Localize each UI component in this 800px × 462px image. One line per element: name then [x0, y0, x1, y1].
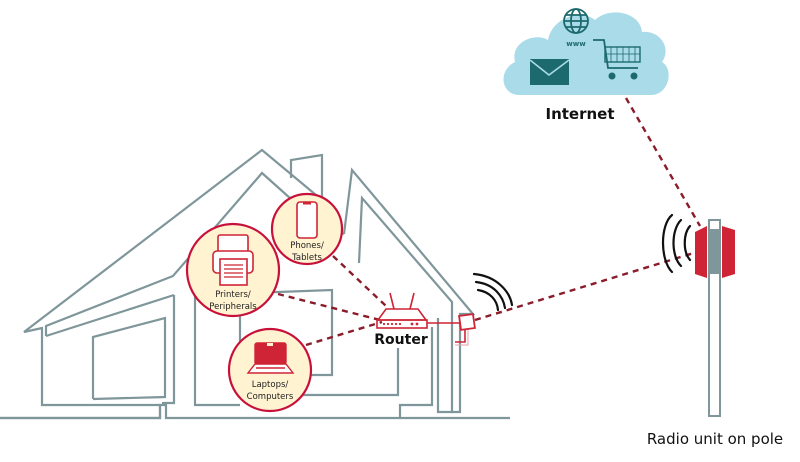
wireless-waves-home	[472, 272, 514, 312]
radio-unit-label: Radio unit on pole	[647, 430, 783, 448]
internet-cloud[interactable]: www Internet	[503, 8, 669, 123]
printers-label-2: Peripherals	[209, 302, 257, 312]
link-antenna-radio	[474, 250, 698, 322]
pole	[708, 219, 721, 417]
internet-label: Internet	[545, 105, 614, 123]
link-laptops-router	[305, 320, 383, 347]
shopping-cart-icon	[593, 39, 641, 80]
interior-wall-4	[300, 348, 400, 397]
router[interactable]: Router	[374, 292, 428, 348]
link-printers-router	[277, 292, 381, 322]
wireless-waves-radio	[662, 213, 692, 274]
connections	[277, 97, 702, 347]
laptops-label-1: Laptops/	[252, 380, 289, 390]
phone-icon	[296, 201, 318, 239]
printer-icon	[212, 234, 254, 286]
home-antenna[interactable]	[455, 272, 514, 346]
house-roof-inner	[44, 171, 321, 336]
gable-right-outer	[342, 167, 476, 414]
router-label: Router	[374, 332, 428, 348]
radio-panel-left	[695, 226, 707, 278]
router-icon	[376, 292, 428, 329]
radio-unit-on-pole[interactable]: Radio unit on pole	[647, 213, 783, 448]
interior-wall-1	[193, 295, 240, 407]
pole-mount	[710, 229, 719, 274]
phones-label-1: Phones/	[290, 241, 324, 251]
laptops-computers-node[interactable]: Laptops/ Computers	[227, 327, 313, 413]
link-phones-router	[332, 255, 387, 307]
phones-label-2: Tablets	[291, 253, 322, 263]
envelope-icon	[529, 59, 570, 85]
garage-door-inner	[91, 316, 167, 401]
home-antenna-cable	[455, 330, 466, 343]
printers-label-1: Printers/	[215, 290, 251, 300]
cloud-shape	[503, 12, 669, 96]
printers-peripherals-node[interactable]: Printers/ Peripherals	[185, 222, 281, 318]
globe-icon	[563, 8, 589, 34]
radio-panel-right	[722, 226, 735, 278]
home-antenna-box	[458, 313, 476, 331]
garage-door-outer	[162, 295, 176, 405]
laptop-icon	[246, 342, 295, 374]
link-radio-internet	[624, 97, 702, 227]
garage-frame	[45, 293, 175, 338]
interior-wall-5	[398, 327, 434, 418]
www-text: www	[566, 40, 586, 48]
interior-wall-6	[436, 318, 452, 414]
ground-line	[0, 403, 510, 420]
phones-tablets-node[interactable]: Phones/ Tablets	[270, 192, 344, 266]
laptops-label-2: Computers	[247, 392, 294, 402]
